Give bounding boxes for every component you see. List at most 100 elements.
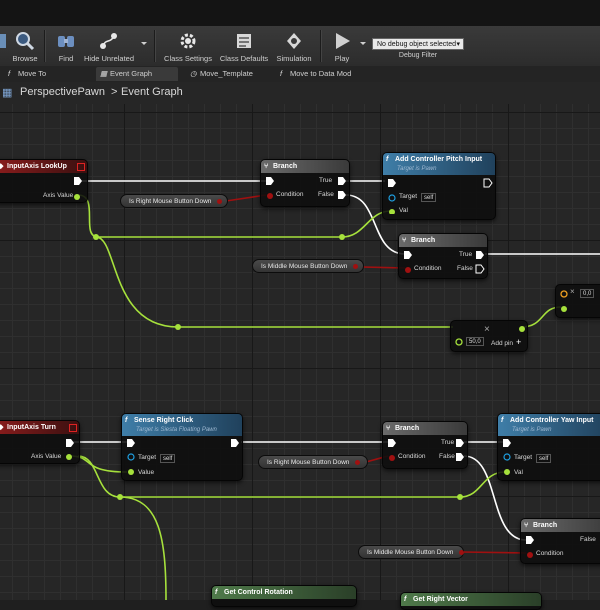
clock-icon: ◷ — [190, 69, 197, 78]
variable-label: Is Middle Mouse Button Down — [261, 263, 348, 270]
partial-math-node[interactable]: × 0,0 — [555, 284, 600, 318]
branch-icon: ⑂ — [524, 522, 529, 529]
exec-out-pin-icon[interactable] — [73, 176, 83, 206]
hide-unrelated-label: Hide Unrelated — [84, 54, 135, 63]
node-title: Branch — [533, 522, 558, 529]
exec-out-pin-icon[interactable] — [230, 438, 240, 448]
hide-unrelated-button[interactable]: Hide Unrelated — [84, 28, 134, 64]
breadcrumb: ▦ PerspectivePawn > Event Graph — [0, 82, 600, 105]
tab-label: Event Graph — [110, 69, 153, 78]
pitch-pins-icon[interactable] — [387, 178, 397, 214]
val-label: Val — [514, 469, 523, 476]
play-label: Play — [334, 54, 350, 63]
find-label: Find — [58, 54, 74, 63]
branch-pins-icon[interactable] — [525, 535, 535, 563]
target-self-box[interactable]: self — [160, 454, 176, 463]
branch-node[interactable]: ⑂Branch Condition True False — [382, 421, 468, 469]
tab-move-template[interactable]: ◷Move_Template — [186, 67, 268, 81]
branch-node[interactable]: ⑂Branch Condition True False — [260, 159, 350, 207]
compile-button[interactable] — [0, 28, 8, 64]
float-pin-icon[interactable] — [559, 289, 569, 299]
variable-label: Is Middle Mouse Button Down — [367, 549, 454, 556]
target-self-box[interactable]: self — [421, 193, 437, 202]
defaults-list-icon — [237, 34, 251, 48]
float-pin-icon[interactable] — [559, 304, 569, 314]
tab-label: Move to Data Mod — [290, 69, 352, 78]
node-title: Branch — [411, 237, 436, 244]
multiply-icon: × — [570, 287, 575, 296]
title-bar — [0, 0, 600, 27]
node-title: Branch — [273, 163, 298, 170]
branch-node[interactable]: ⑂Branch Condition True False — [398, 233, 488, 279]
sense-pins-icon[interactable] — [126, 438, 136, 476]
node-header: ◆InputAxis Turn — [0, 421, 79, 434]
is-middle-mouse-button-down-node[interactable]: Is Middle Mouse Button Down — [358, 545, 465, 559]
find-button[interactable]: Find — [50, 28, 82, 64]
gear-icon — [180, 33, 196, 49]
multiply-node[interactable]: × 50,0 Add pin + — [450, 320, 528, 352]
magnifier-icon — [16, 32, 35, 51]
node-title: InputAxis LookUp — [7, 163, 67, 170]
node-graph-icon — [100, 33, 117, 49]
is-right-mouse-button-down-node[interactable]: Is Right Mouse Button Down — [258, 455, 368, 469]
branch-icon: ⑂ — [402, 237, 407, 244]
branch-pins-icon[interactable] — [403, 250, 413, 278]
yaw-pins-icon[interactable] — [502, 438, 512, 476]
float-out-pin-icon[interactable] — [517, 324, 527, 334]
toolbar-divider — [154, 30, 156, 62]
bool-pin-icon — [217, 198, 223, 204]
delegate-pin-icon — [77, 163, 85, 171]
exec-out-pins-icon[interactable] — [475, 250, 485, 278]
multiplier-value-box[interactable]: 50,0 — [466, 337, 484, 346]
input-axis-lookup-node[interactable]: ◆InputAxis LookUp Axis Value — [0, 159, 88, 203]
add-pin-label[interactable]: Add pin — [491, 340, 514, 347]
is-middle-mouse-button-down-node[interactable]: Is Middle Mouse Button Down — [252, 259, 364, 273]
float-pin-icon[interactable] — [454, 337, 464, 347]
target-self-box[interactable]: self — [536, 454, 552, 463]
tab-label: Move To — [18, 69, 47, 78]
value-box[interactable]: 0,0 — [580, 289, 595, 298]
target-label: Target — [138, 454, 157, 461]
class-settings-button[interactable]: Class Settings — [162, 28, 214, 64]
browse-button[interactable]: Browse — [8, 28, 42, 64]
bool-pin-icon — [459, 549, 465, 555]
exec-out-pin-icon[interactable] — [65, 438, 75, 468]
breadcrumb-root[interactable]: PerspectivePawn — [20, 86, 105, 98]
debug-object-select[interactable]: No debug object selected▾ — [372, 38, 464, 50]
branch-node[interactable]: ⑂Branch Condition False — [520, 518, 600, 564]
exec-out-pin-icon[interactable] — [483, 178, 493, 188]
tab-label: Move_Template — [200, 69, 253, 78]
node-title: Add Controller Yaw Input — [510, 417, 594, 424]
branch-pins-icon[interactable] — [387, 438, 397, 466]
tab-event-graph[interactable]: ▦Event Graph — [96, 67, 178, 81]
plus-icon[interactable]: + — [516, 337, 522, 347]
exec-out-pins-icon[interactable] — [337, 176, 347, 204]
variable-label: Is Right Mouse Button Down — [129, 198, 212, 205]
input-axis-turn-node[interactable]: ◆InputAxis Turn Axis Value — [0, 420, 80, 464]
false-label: False — [318, 191, 334, 198]
class-defaults-label: Class Defaults — [219, 54, 269, 63]
chevron-down-icon — [141, 42, 147, 45]
exec-out-pins-icon[interactable] — [455, 438, 465, 466]
simulation-button[interactable]: Simulation — [272, 28, 316, 64]
branch-pins-icon[interactable] — [265, 176, 275, 204]
debug-filter-label: Debug Filter — [398, 52, 438, 59]
class-defaults-button[interactable]: Class Defaults — [218, 28, 270, 64]
hide-unrelated-dropdown[interactable] — [138, 28, 150, 64]
is-right-mouse-button-down-node[interactable]: Is Right Mouse Button Down — [120, 194, 228, 208]
play-button[interactable]: Play — [326, 28, 358, 64]
event-diamond-icon: ◆ — [0, 163, 4, 170]
toolbar-divider — [44, 30, 46, 62]
bool-pin-icon — [353, 263, 359, 269]
condition-label: Condition — [276, 191, 304, 198]
delegate-pin-icon — [69, 424, 77, 432]
binoculars-icon — [58, 36, 74, 47]
play-options-dropdown[interactable] — [358, 28, 368, 64]
